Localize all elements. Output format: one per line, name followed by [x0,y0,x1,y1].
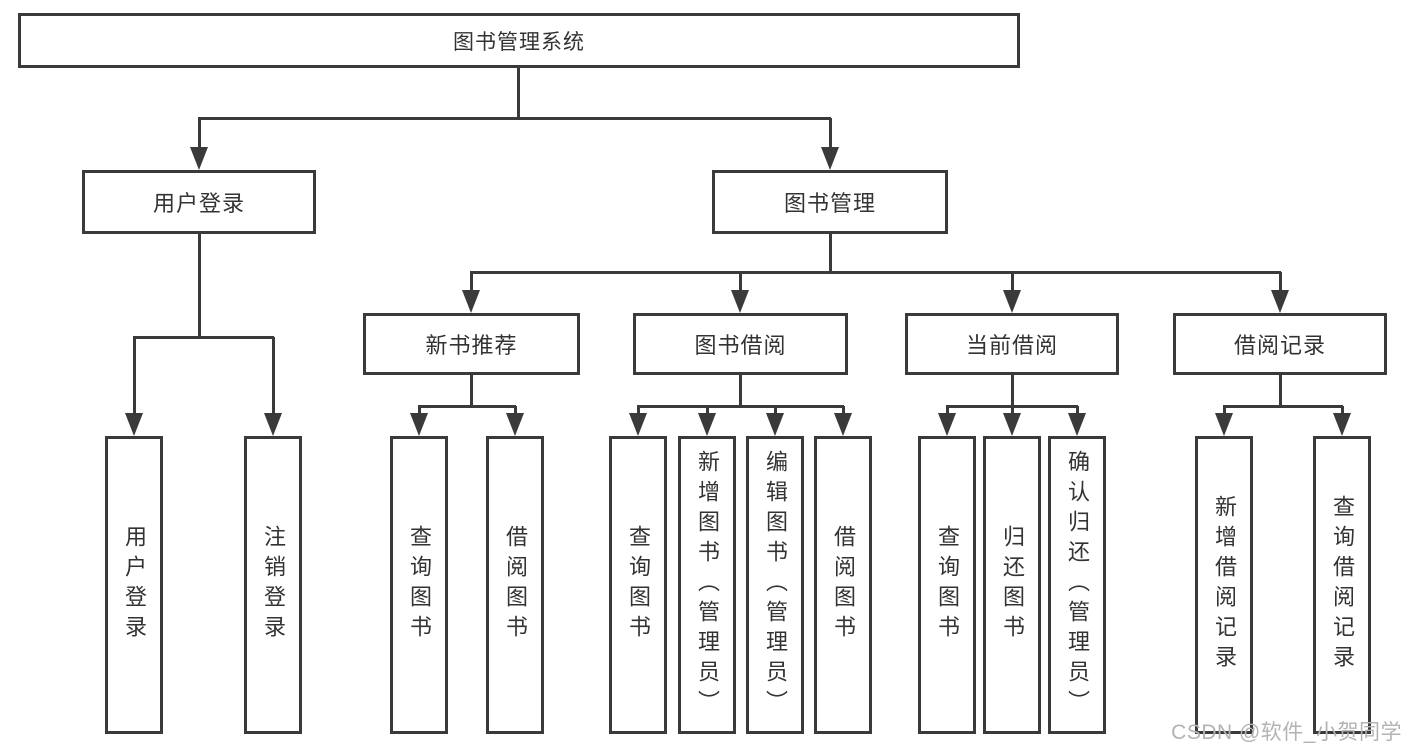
arrow-down-icon [731,290,749,313]
arrow-down-icon [462,290,480,313]
connector-line [773,406,777,418]
leaf-add-book-admin: 新增图书（管理员） [678,436,736,734]
node-library-management-system: 图书管理系统 [18,13,1020,68]
leaf-query-borrow-record: 查询借阅记录 [1313,436,1371,734]
connector-line [469,272,473,295]
leaf-borrow-book-recommend: 借阅图书 [486,436,544,734]
connector-line [637,404,844,408]
leaf-borrow-book: 借阅图书 [814,436,872,734]
leaf-query-borrow-record-label: 查询借阅记录 [1330,495,1355,675]
leaf-borrow-book-label: 借阅图书 [831,525,856,645]
connector-line [1278,272,1282,295]
arrow-down-icon [821,147,839,170]
connector-line [945,406,949,418]
connector-line [828,118,832,152]
arrow-down-icon [1215,413,1233,436]
arrow-down-icon [1003,290,1021,313]
connector-line [271,337,275,418]
arrow-down-icon [766,413,784,436]
connector-line [197,234,201,338]
connector-line [1340,406,1344,418]
leaf-return-book-label: 归还图书 [1000,525,1025,645]
connector-line [470,270,1281,274]
leaf-confirm-return-admin-label: 确认归还（管理员） [1065,450,1090,720]
connector-line [1010,375,1014,408]
leaf-query-book-recommend: 查询图书 [390,436,448,734]
connector-line [1075,406,1079,418]
connector-line [841,406,845,418]
leaf-logout-label: 注销登录 [261,525,286,645]
watermark-text: CSDN @软件_小贺同学 [1171,721,1402,744]
arrow-down-icon [1068,413,1086,436]
connector-line [197,118,201,152]
leaf-add-book-admin-label: 新增图书（管理员） [695,450,720,720]
connector-line [705,406,709,418]
connector-line [469,375,473,408]
arrow-down-icon [834,413,852,436]
leaf-query-book-current-label: 查询图书 [935,525,960,645]
leaf-query-book-borrow: 查询图书 [609,436,667,734]
leaf-edit-book-admin-label: 编辑图书（管理员） [763,450,788,720]
connector-line [417,406,421,418]
arrow-down-icon [1003,413,1021,436]
connector-line [133,335,274,339]
leaf-edit-book-admin: 编辑图书（管理员） [746,436,804,734]
arrow-down-icon [264,413,282,436]
leaf-return-book: 归还图书 [983,436,1041,734]
connector-line [738,272,742,295]
leaf-confirm-return-admin: 确认归还（管理员） [1048,436,1106,734]
node-new-book-recommend: 新书推荐 [363,313,580,375]
arrow-down-icon [938,413,956,436]
arrow-down-icon [629,413,647,436]
leaf-add-borrow-record-label: 新增借阅记录 [1212,495,1237,675]
connector-line [636,406,640,418]
leaf-logout: 注销登录 [244,436,302,734]
leaf-add-borrow-record: 新增借阅记录 [1195,436,1253,734]
node-book-management: 图书管理 [712,170,948,234]
leaf-user-login-label: 用户登录 [122,525,147,645]
connector-line [1010,272,1014,295]
leaf-borrow-book-recommend-label: 借阅图书 [503,525,528,645]
connector-line [198,116,831,120]
connector-line [132,337,136,418]
connector-line [513,406,517,418]
node-borrow-record: 借阅记录 [1173,313,1387,375]
arrow-down-icon [698,413,716,436]
connector-line [418,404,516,408]
arrow-down-icon [410,413,428,436]
connector-line [1223,404,1343,408]
leaf-query-book-borrow-label: 查询图书 [626,525,651,645]
arrow-down-icon [1271,290,1289,313]
arrow-down-icon [125,413,143,436]
node-user-login: 用户登录 [82,170,316,234]
leaf-user-login: 用户登录 [105,436,163,734]
connector-line [1278,375,1282,408]
node-book-borrow: 图书借阅 [633,313,848,375]
arrow-down-icon [506,413,524,436]
leaf-query-book-current: 查询图书 [918,436,976,734]
connector-line [828,234,832,274]
connector-line [516,68,520,119]
arrow-down-icon [1333,413,1351,436]
arrow-down-icon [190,147,208,170]
connector-line [738,375,742,408]
node-current-borrow: 当前借阅 [905,313,1119,375]
connector-line [1222,406,1226,418]
connector-line [1010,406,1014,418]
leaf-query-book-recommend-label: 查询图书 [407,525,432,645]
